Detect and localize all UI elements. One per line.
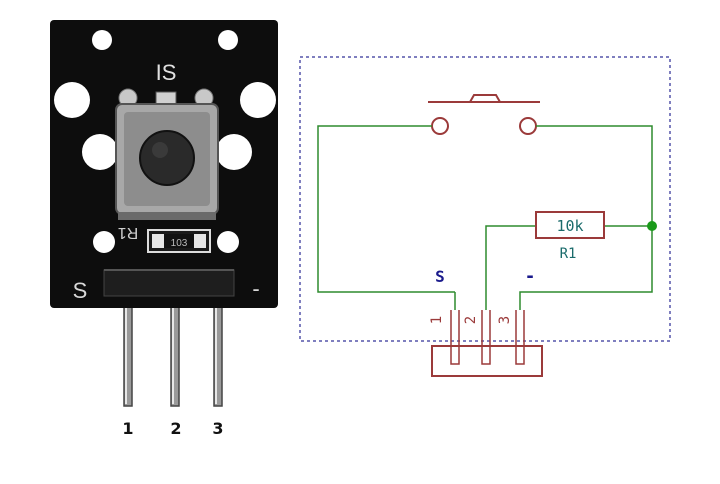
pin-number-3: 3 <box>212 419 223 438</box>
push-switch-symbol <box>428 94 540 135</box>
junction-dot <box>647 221 657 231</box>
resistor-chip-text: 103 <box>171 238 188 249</box>
mounting-hole <box>82 134 118 170</box>
connector-pin-3: 3 <box>497 316 513 324</box>
schematic-ground-label: - <box>525 266 536 287</box>
push-button <box>115 88 219 220</box>
mounting-hole <box>217 231 239 253</box>
button-cap <box>139 130 195 186</box>
pin-number-2: 2 <box>170 419 181 438</box>
connector-pin-2: 2 <box>463 316 479 324</box>
mounting-holes <box>54 30 276 253</box>
mounting-hole <box>92 30 112 50</box>
wire-resistor-left <box>485 225 536 310</box>
module-photo: IS R1 103 S - 1 2 <box>50 20 278 438</box>
pcb-ground-label: - <box>252 276 259 301</box>
wire-loop <box>317 125 455 293</box>
resistor-name: R1 <box>560 246 577 262</box>
connector-symbol <box>431 310 543 377</box>
resistor-symbol <box>535 211 605 239</box>
schematic-signal-label: S <box>435 267 445 286</box>
schematic-frame <box>299 56 671 342</box>
pcb-signal-label: S <box>73 278 88 303</box>
connector-pin-1: 1 <box>429 316 445 324</box>
resistor-silk-label: R1 <box>118 224 139 241</box>
mounting-hole <box>93 231 115 253</box>
pin-header <box>103 269 235 297</box>
mounting-hole <box>218 30 238 50</box>
pcb-silk-label: IS <box>156 60 177 85</box>
resistor-value: 10k <box>556 217 583 235</box>
mounting-hole <box>54 82 90 118</box>
wire-right <box>519 125 653 310</box>
mounting-hole <box>240 82 276 118</box>
mounting-hole <box>216 134 252 170</box>
wires <box>317 125 653 310</box>
pin-number-1: 1 <box>122 419 133 438</box>
schematic: 10k R1 S - 1 2 3 <box>299 56 671 377</box>
smd-resistor: R1 103 <box>118 224 211 253</box>
